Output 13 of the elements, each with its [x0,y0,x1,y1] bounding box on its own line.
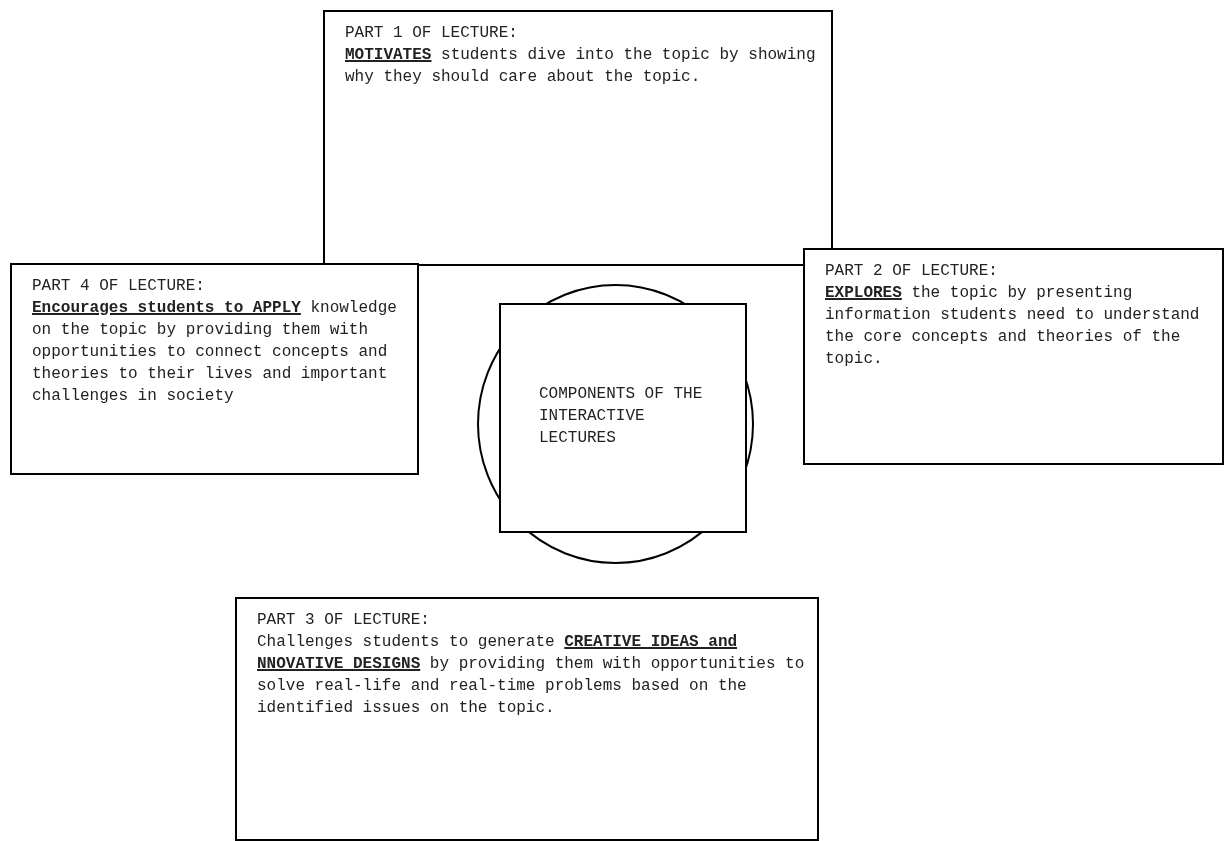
box-heading: PART 3 OF LECTURE: [257,610,431,631]
text-box [803,248,1224,465]
text-box [323,10,833,266]
box-text: Challenges students to generate CREATIVE IDEAS and NNOVATIVE DESIGNS by providing them with opportunities to solve real-life and real-time problems based on the identified issues on the topic. [257,632,806,719]
box-text: COMPONENTS OF THE INTERACTIVE LECTURES [539,384,704,449]
box-text: MOTIVATES students dive into the topic by showing why they should care about the topic. [345,45,817,88]
box-heading: PART 2 OF LECTURE: [825,261,999,282]
text-box [10,263,419,475]
text-box [235,597,819,841]
box-heading: PART 4 OF LECTURE: [32,276,206,297]
box-text: EXPLORES the topic by presenting information students need to understand the core concepts and theories of the topic. [825,283,1201,370]
box-heading: PART 1 OF LECTURE: [345,23,519,44]
box-text: Encourages students to APPLY knowledge on the topic by providing them with opportunities to connect concepts and theories to their lives and important challenges in society [32,298,398,407]
